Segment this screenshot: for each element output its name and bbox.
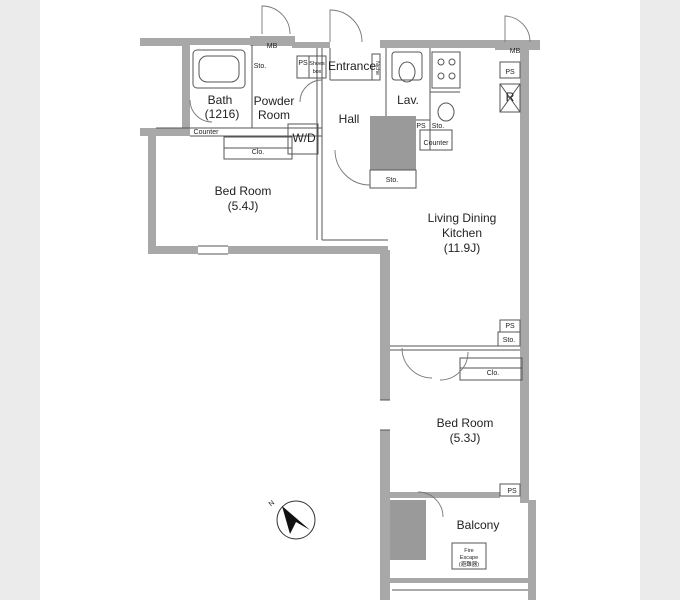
- sto-label-mid: Sto.: [503, 337, 516, 344]
- counter-label-bath: Counter: [194, 129, 220, 136]
- bath-label: Bath: [208, 93, 233, 107]
- ps-label-top: PS: [505, 69, 515, 76]
- ps-label-bottom: PS: [507, 488, 517, 495]
- shoes-box-label-2: box: [313, 69, 322, 75]
- lav-fixtures: [391, 51, 461, 122]
- sto-label-bath: Sto.: [254, 63, 267, 70]
- r-label: R: [506, 90, 515, 104]
- entrance-label: Entrance: [328, 59, 376, 73]
- interior-lines: [156, 45, 528, 591]
- sto-label-hall: Sto.: [386, 177, 399, 184]
- plan-frame: [40, 0, 640, 600]
- labels: Bath (1216) Powder Room Hall Entrance La…: [194, 43, 521, 568]
- walls: [140, 36, 540, 600]
- ldk-label-2: Kitchen: [442, 226, 482, 240]
- bedroom2-label: Bed Room: [437, 416, 494, 430]
- ps-label-lav: PS: [416, 123, 426, 130]
- column-block: [390, 500, 426, 560]
- hall-label: Hall: [339, 112, 360, 126]
- niche-label: Niche: [374, 61, 380, 75]
- fire-escape-label-jp: (避難器): [459, 560, 479, 568]
- sto-label-lav: Sto.: [432, 123, 445, 130]
- powder-room-label-2: Room: [258, 108, 290, 122]
- bedroom1-label: Bed Room: [215, 184, 272, 198]
- fire-escape-label-2: Escape: [460, 555, 478, 561]
- bedroom1-size-label: (5.4J): [228, 199, 259, 213]
- balcony-label: Balcony: [457, 518, 500, 532]
- clo-label-bedroom2: Clo.: [487, 370, 500, 377]
- north-arrow: [276, 500, 316, 540]
- mb-label-right: MB: [510, 48, 521, 55]
- hall-storage-block: [370, 116, 416, 176]
- bedroom2-size-label: (5.3J): [450, 431, 481, 445]
- powder-room-label-1: Powder: [254, 94, 295, 108]
- hall-sto-box: [369, 169, 417, 189]
- compass-north-label: N: [268, 500, 276, 509]
- wd-label: W/D: [292, 131, 316, 145]
- mb-label-top: MB: [267, 43, 278, 50]
- door-swings: [189, 5, 531, 518]
- ps-label-mid: PS: [505, 323, 515, 330]
- ldk-size-label: (11.9J): [444, 241, 480, 255]
- bath-fixtures: [192, 49, 246, 89]
- clo-label-bedroom1: Clo.: [252, 149, 265, 156]
- shoes-box-label-1: Shoes: [309, 61, 325, 67]
- ps-label-entrance: PS: [298, 60, 308, 67]
- fire-escape-label-1: Fire: [464, 548, 473, 554]
- bath-size-label: (1216): [205, 107, 240, 121]
- counter-label-kitchen: Counter: [424, 140, 450, 147]
- lav-label: Lav.: [397, 93, 419, 107]
- ldk-label-1: Living Dining: [428, 211, 497, 225]
